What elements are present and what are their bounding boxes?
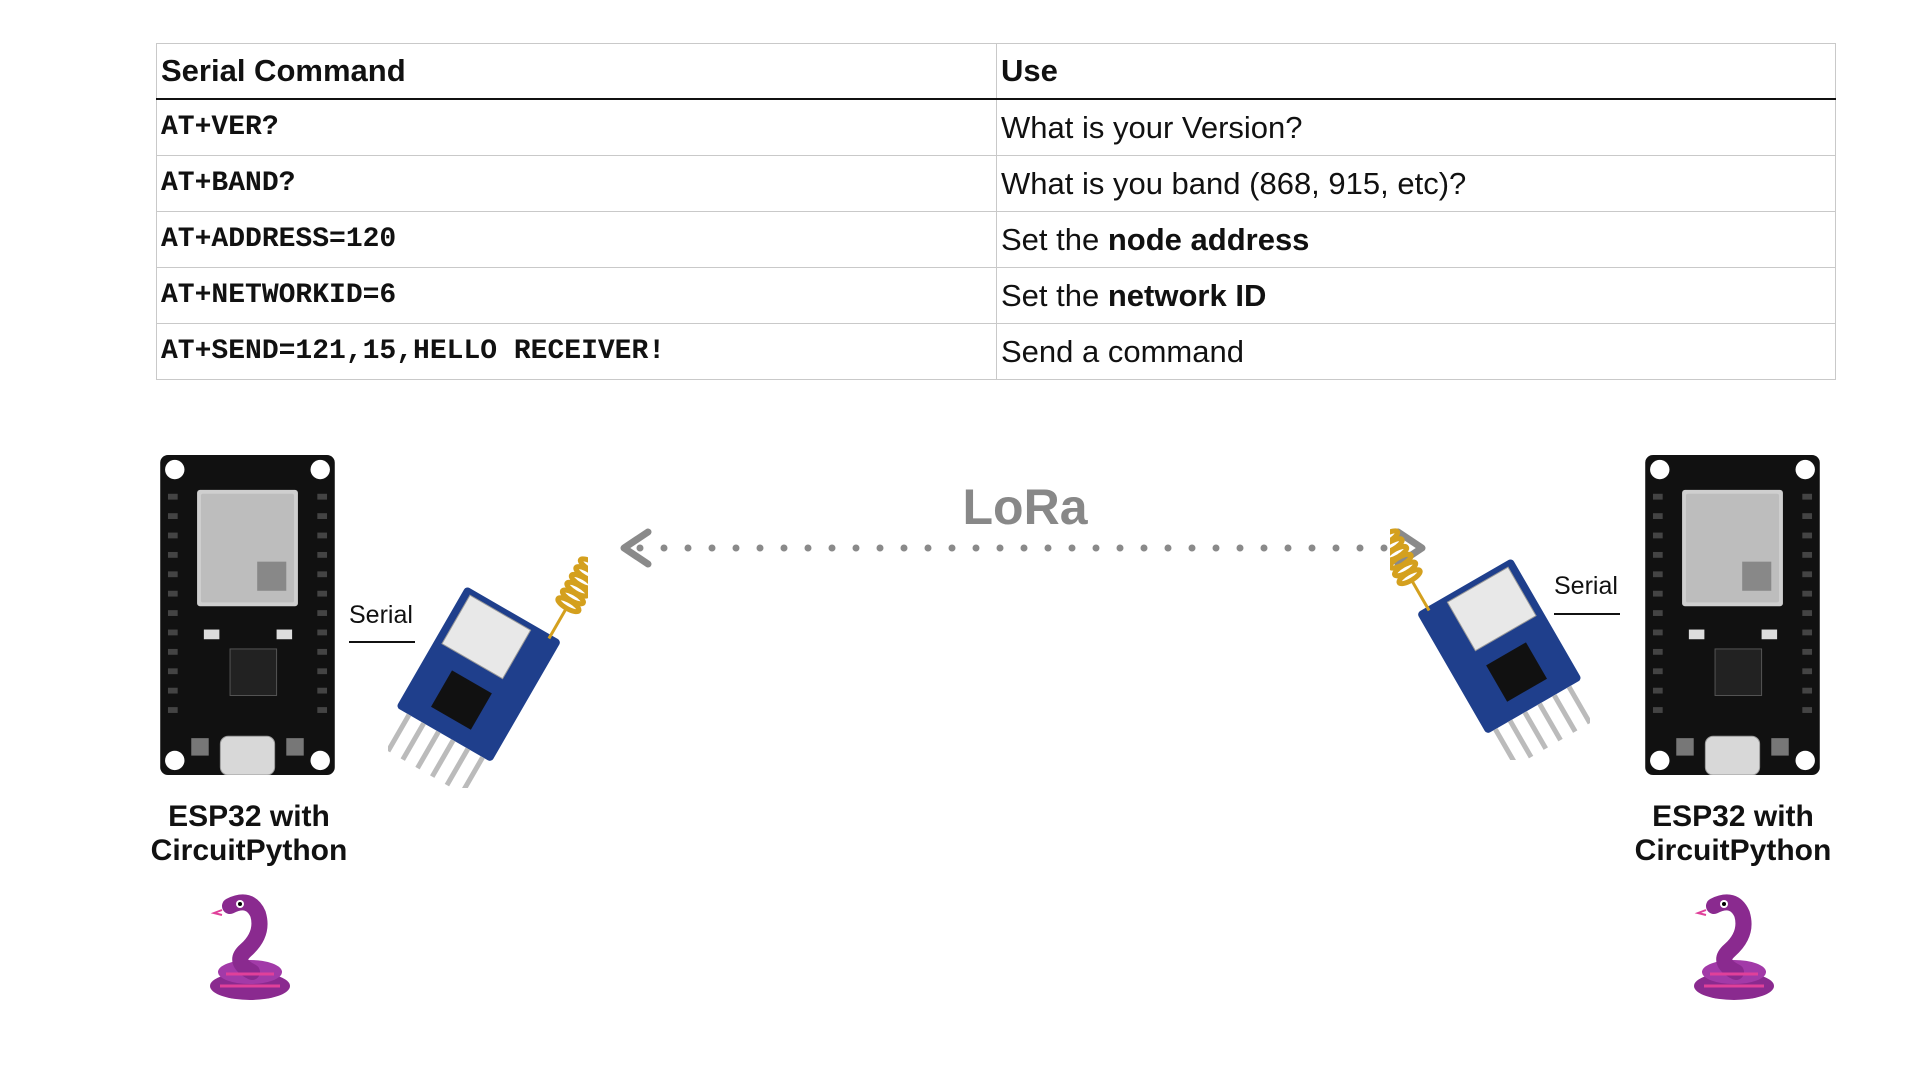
circuitpython-snake-icon — [1684, 894, 1784, 1004]
table-row: AT+SEND=121,15,HELLO RECEIVER! Send a co… — [156, 323, 1836, 380]
column-header-use: Use — [996, 43, 1836, 100]
esp32-board-icon — [1645, 455, 1820, 775]
lora-radio-module-icon — [388, 528, 588, 788]
serial-label-left: Serial — [349, 601, 413, 629]
use-cell: Send a command — [996, 323, 1836, 380]
use-cell: What is your Version? — [996, 98, 1836, 156]
serial-line-left — [349, 641, 415, 643]
command-cell: AT+ADDRESS=120 — [156, 211, 997, 268]
bidirectional-dotted-arrow — [620, 528, 1426, 568]
command-cell: AT+BAND? — [156, 155, 997, 212]
table-row: AT+ADDRESS=120 Set the node address — [156, 211, 1836, 268]
column-header-command: Serial Command — [156, 43, 997, 100]
circuitpython-snake-icon — [200, 894, 300, 1004]
use-cell: Set the network ID — [996, 267, 1836, 324]
esp32-board-icon — [160, 455, 335, 775]
lora-radio-module-icon — [1390, 500, 1590, 760]
table-row: AT+BAND? What is you band (868, 915, etc… — [156, 155, 1836, 212]
device-caption-right: ESP32 with CircuitPython — [1634, 800, 1832, 867]
use-cell: What is you band (868, 915, etc)? — [996, 155, 1836, 212]
use-cell: Set the node address — [996, 211, 1836, 268]
serial-command-table: Serial Command Use AT+VER? What is your … — [156, 43, 1836, 380]
table-row: AT+VER? What is your Version? — [156, 98, 1836, 156]
command-cell: AT+VER? — [156, 98, 997, 156]
lora-label: LoRa — [962, 479, 1088, 535]
serial-label-right: Serial — [1554, 572, 1618, 600]
command-cell: AT+SEND=121,15,HELLO RECEIVER! — [156, 323, 997, 380]
device-caption-left: ESP32 with CircuitPython — [150, 800, 348, 867]
command-cell: AT+NETWORKID=6 — [156, 267, 997, 324]
table-row: AT+NETWORKID=6 Set the network ID — [156, 267, 1836, 324]
table-header-row: Serial Command Use — [156, 43, 1836, 100]
serial-line-right — [1554, 613, 1620, 615]
